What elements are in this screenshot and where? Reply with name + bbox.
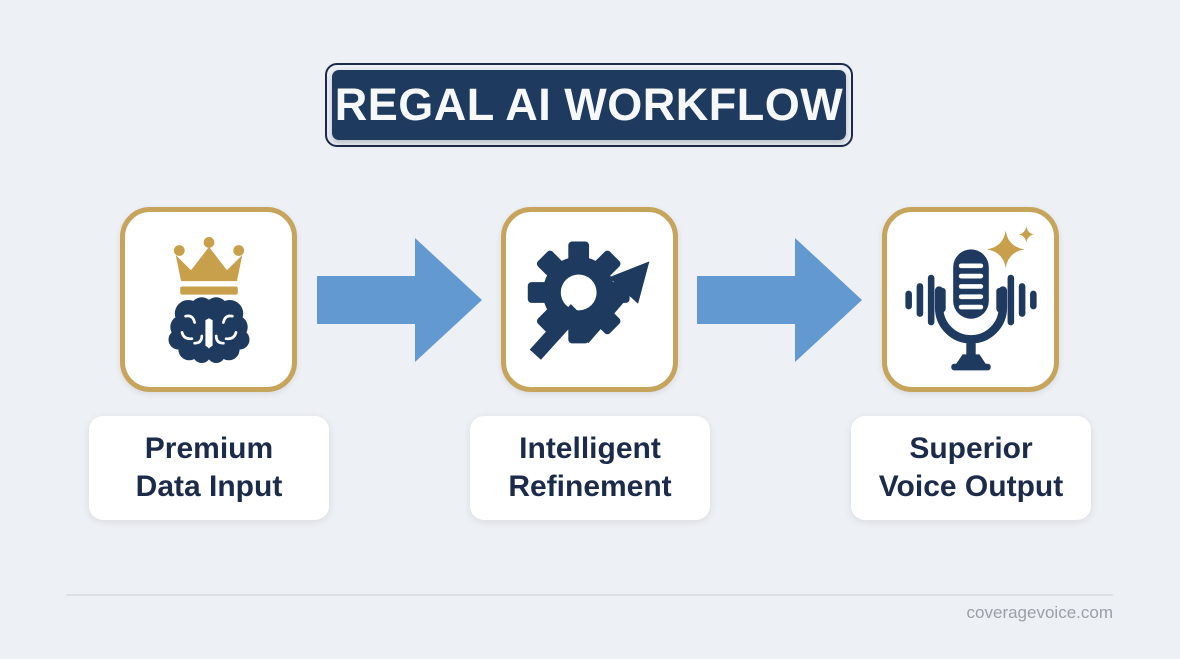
- watermark: coveragevoice.com: [966, 603, 1113, 622]
- gear-growth-arrow-icon: [527, 241, 649, 360]
- step-label-intelligent-refinement: Intelligent Refinement: [470, 416, 710, 520]
- right-arrow-icon: [697, 238, 862, 362]
- crowned-brain-icon: [168, 236, 249, 363]
- step-label-line: Voice Output: [878, 470, 1064, 503]
- right-arrow-icon: [317, 238, 482, 362]
- step-label-superior-voice-output: Superior Voice Output: [851, 416, 1091, 520]
- title-banner: REGAL AI WORKFLOW: [325, 63, 853, 147]
- step-label-line: Refinement: [508, 470, 672, 503]
- step-label-line: Superior: [909, 432, 1033, 465]
- step-label-line: Intelligent: [519, 432, 661, 465]
- step-card-intelligent-refinement: [501, 207, 678, 392]
- microphone-sparkle-icon: [904, 225, 1037, 370]
- step-card-premium-data-input: [120, 207, 297, 392]
- step-label-premium-data-input: Premium Data Input: [89, 416, 329, 520]
- footer-divider: [66, 594, 1113, 596]
- title-banner-plate: REGAL AI WORKFLOW: [332, 70, 846, 140]
- page-title: REGAL AI WORKFLOW: [334, 79, 844, 130]
- step-label-line: Premium: [144, 432, 274, 465]
- step-label-line: Data Input: [135, 470, 283, 503]
- step-card-superior-voice-output: [882, 207, 1059, 392]
